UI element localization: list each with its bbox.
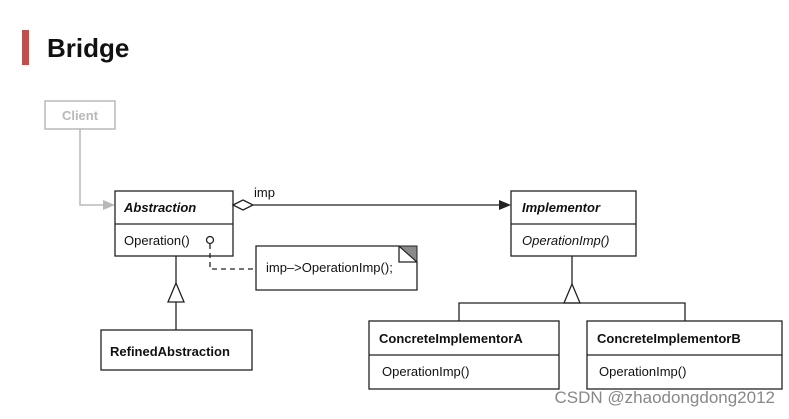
implementor-operation: OperationImp() (522, 233, 609, 248)
note-text: imp–>OperationImp(); (266, 260, 393, 275)
client-class: Client (44, 100, 116, 130)
aggregation-arrowhead (499, 200, 511, 210)
page-title: Bridge (47, 33, 130, 63)
refined-abstraction-class: RefinedAbstraction (100, 329, 253, 371)
concrete-implementor-a-class: ConcreteImplementorA OperationImp() (368, 320, 560, 390)
note-anchor-circle (205, 235, 215, 245)
implementor-name: Implementor (522, 200, 601, 215)
concrete-a-operation: OperationImp() (382, 364, 469, 379)
implementor-inheritance-branch (458, 302, 686, 321)
implementor-class: Implementor OperationImp() (510, 190, 637, 257)
title-accent-bar (22, 30, 29, 65)
note-box: imp–>OperationImp(); (255, 245, 418, 291)
aggregation-diamond (231, 199, 255, 211)
implementor-generalization-triangle (563, 282, 581, 304)
concrete-b-operation: OperationImp() (599, 364, 686, 379)
concrete-a-name: ConcreteImplementorA (379, 331, 523, 346)
abstraction-class: Abstraction Operation() (114, 190, 234, 257)
concrete-b-name: ConcreteImplementorB (597, 331, 741, 346)
refined-abstraction-name: RefinedAbstraction (110, 344, 230, 359)
concrete-implementor-b-class: ConcreteImplementorB OperationImp() (586, 320, 783, 390)
note-dashed-connector (209, 244, 256, 270)
watermark: CSDN @zhaodongdong2012 (554, 388, 775, 407)
client-dependency-line (79, 129, 103, 206)
association-label: imp (254, 185, 275, 200)
abstraction-generalization-triangle (167, 281, 185, 303)
client-arrowhead (103, 200, 115, 210)
abstraction-name: Abstraction (123, 200, 196, 215)
client-label: Client (62, 108, 99, 123)
abstraction-operation: Operation() (124, 233, 190, 248)
